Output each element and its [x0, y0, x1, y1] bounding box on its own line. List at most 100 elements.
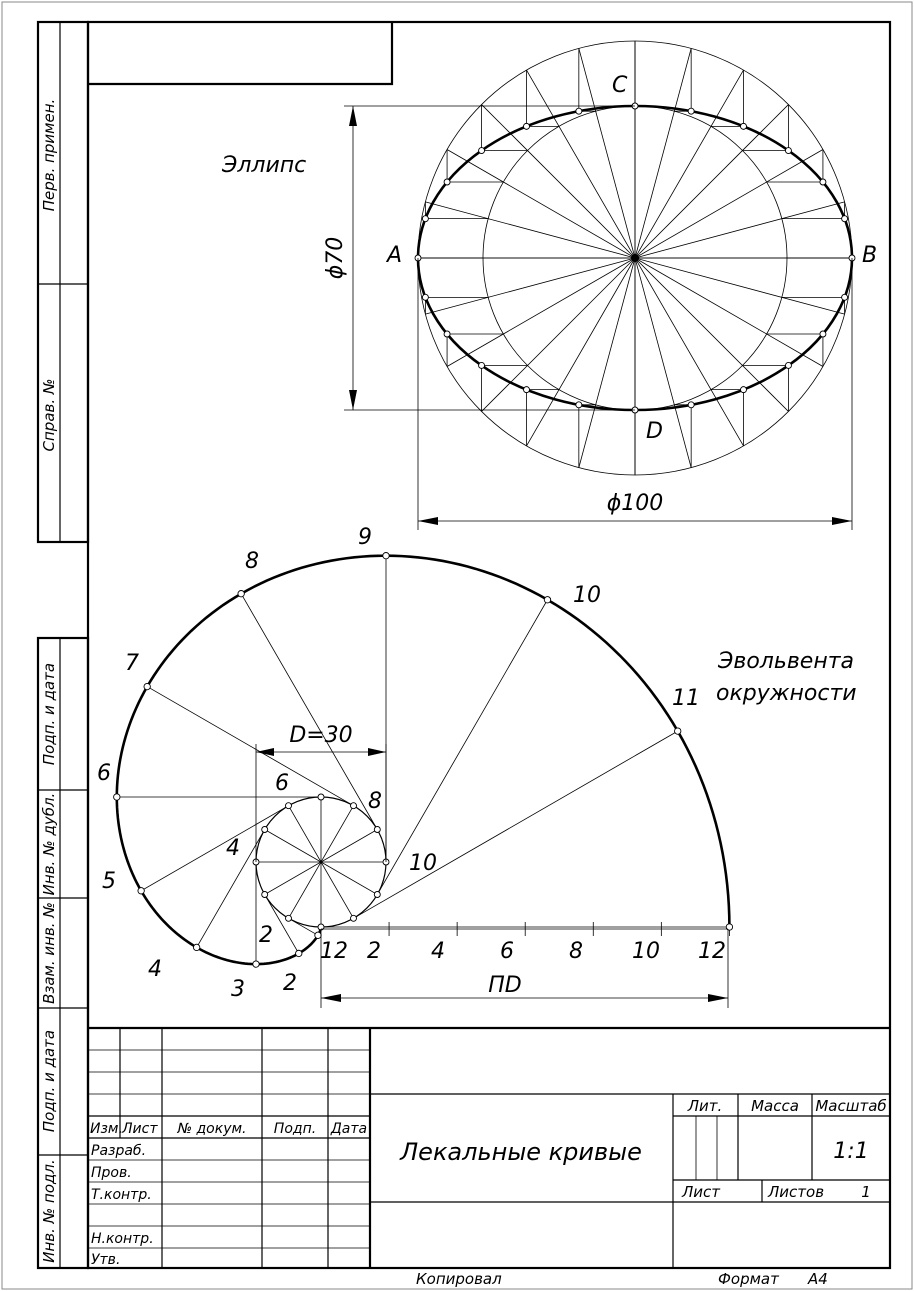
ellipse-point — [523, 386, 530, 394]
radial-spoke — [446, 149, 636, 259]
ellipse-point — [819, 330, 827, 338]
podp-data-label-1: Подп. и дата — [40, 663, 58, 765]
radial-spoke — [634, 257, 824, 367]
header-podp: Подп. — [274, 1121, 316, 1137]
header-izm: Изм. — [90, 1121, 123, 1137]
outer-label-7: 7 — [125, 651, 139, 676]
circle-point — [373, 891, 381, 898]
involute-point — [674, 727, 682, 735]
ellipse-point — [478, 362, 486, 369]
outer-label-11: 11 — [672, 686, 700, 711]
radial-spoke — [634, 257, 845, 315]
outer-label-8: 8 — [245, 549, 259, 574]
outer-label-3: 3 — [231, 977, 245, 1002]
ellipse-title: Эллипс — [221, 153, 306, 178]
scale-label-10: 10 — [632, 939, 660, 964]
involute-outer-labels: 2 3 4 5 6 7 8 9 10 11 — [97, 525, 700, 1002]
radial-spoke — [578, 257, 636, 468]
tangent-line — [140, 805, 289, 892]
outer-label-5: 5 — [102, 869, 116, 894]
tangent-line — [264, 894, 300, 954]
outer-label-10: 10 — [573, 583, 601, 608]
copied-label: Копировал — [416, 1270, 502, 1288]
radial-spoke — [578, 48, 636, 259]
row-nkontr: Н.контр. — [91, 1231, 154, 1247]
involute-point — [543, 596, 552, 604]
title-block — [88, 1026, 890, 1268]
scale-label-4: 4 — [431, 939, 445, 964]
tangent-line — [196, 829, 266, 948]
lit-label: Лит. — [687, 1097, 723, 1115]
radial-spoke — [446, 257, 636, 367]
drawing-title: Лекальные кривые — [399, 1138, 642, 1166]
format-value: А4 — [807, 1270, 828, 1288]
scale-label-12: 12 — [698, 939, 726, 964]
sheet-label: Лист — [681, 1183, 721, 1201]
ellipse-point — [841, 215, 849, 223]
ellipse-point — [687, 401, 695, 409]
radial-spoke — [634, 257, 744, 447]
sheets-label: Листов — [767, 1183, 824, 1201]
ellipse-dimensions — [344, 105, 853, 530]
scale-label-6: 6 — [500, 939, 514, 964]
involute-point — [314, 931, 322, 939]
format-label: Формат — [718, 1270, 780, 1288]
massa-label: Масса — [751, 1097, 799, 1115]
involute-curve — [115, 554, 731, 966]
circle-point — [261, 826, 269, 833]
ellipse-point — [819, 178, 827, 186]
involute-point — [252, 960, 260, 968]
header-dokum: № докум. — [176, 1121, 246, 1137]
top-stamp-box — [88, 22, 394, 86]
ellipse-point — [443, 178, 451, 186]
radial-spoke — [634, 257, 789, 412]
scale-label-8: 8 — [569, 939, 583, 964]
row-utv: Утв. — [91, 1252, 120, 1268]
involute-title-line1: Эвольвента — [717, 649, 854, 674]
circle-point — [261, 891, 269, 898]
header-list: Лист — [121, 1121, 158, 1137]
ellipse-point — [784, 362, 792, 369]
sheets-value: 1 — [861, 1183, 871, 1201]
radial-spoke — [481, 104, 636, 259]
ellipse-point — [443, 330, 451, 338]
radial-spoke — [634, 257, 692, 468]
ellipse-point — [478, 147, 486, 154]
outer-label-4: 4 — [148, 957, 162, 982]
ellipse-point — [740, 122, 747, 130]
involute-construction — [113, 552, 734, 968]
dim-base-diameter: D=30 — [289, 723, 352, 748]
scale-value: 1:1 — [833, 1139, 868, 1164]
involute-dimensions — [255, 744, 729, 1008]
header-data: Дата — [330, 1121, 367, 1137]
radial-spoke — [526, 69, 636, 259]
circle-point — [317, 793, 325, 801]
perv-primen-label: Перв. примен. — [40, 99, 58, 212]
outer-label-2: 2 — [283, 971, 297, 996]
ellipse-point — [784, 147, 792, 154]
tangent-line — [376, 599, 548, 895]
radial-spoke — [425, 201, 636, 259]
ellipse-center — [631, 254, 639, 262]
ellipse-point — [575, 107, 583, 115]
dim-major-axis: ϕ100 — [607, 491, 664, 516]
dim-minor-axis: ϕ70 — [323, 237, 348, 280]
inv-podl-label: Инв. № подл. — [40, 1159, 58, 1262]
vzam-inv-label: Взам. инв. № — [40, 902, 58, 1004]
circle-label-10: 10 — [409, 851, 437, 876]
outer-label-6: 6 — [97, 761, 111, 786]
circle-label-8: 8 — [368, 789, 382, 814]
ellipse-point — [687, 107, 695, 115]
involute-point — [143, 682, 151, 691]
radial-spoke — [634, 69, 744, 259]
sprav-no-label: Справ. № — [40, 379, 58, 452]
ellipse-point — [421, 215, 429, 223]
tangent-line — [240, 593, 378, 830]
radial-spoke — [481, 257, 636, 412]
circle-point — [350, 914, 357, 922]
ellipse-label-c: C — [612, 73, 628, 98]
left-strip: Перв. примен. Справ. № Подп. и дата Инв.… — [36, 20, 90, 1270]
ellipse-point — [740, 386, 747, 394]
ellipse-label-d: D — [646, 419, 663, 444]
